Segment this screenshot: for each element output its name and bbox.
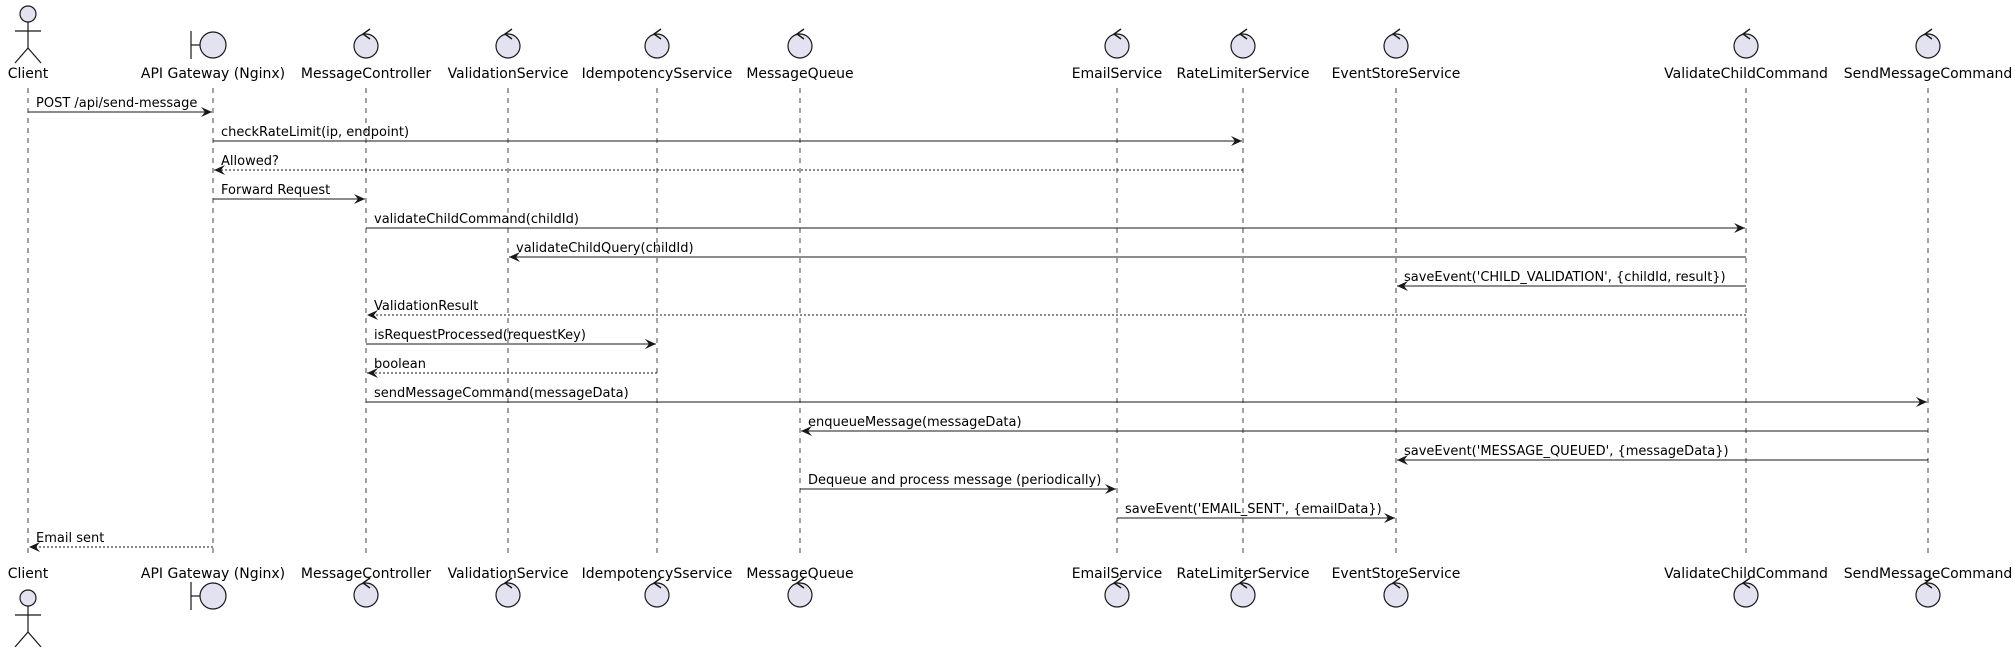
participant-label: API Gateway (Nginx) [141, 566, 285, 582]
message-label: Dequeue and process message (periodicall… [808, 473, 1101, 488]
participant-label: ValidationService [448, 66, 569, 82]
message-label: ValidationResult [374, 299, 478, 314]
message-4: Forward Request [213, 183, 365, 204]
participant-client-top: Client [8, 5, 49, 82]
participant-eventstore-bottom: EventStoreService [1332, 566, 1461, 608]
participant-label: MessageQueue [746, 66, 853, 82]
participant-label: RateLimiterService [1177, 566, 1310, 582]
message-label: isRequestProcessed(requestKey) [374, 328, 586, 343]
message-label: saveEvent('EMAIL_SENT', {emailData}) [1125, 502, 1382, 517]
control-icon [644, 28, 670, 59]
participant-eventstore-top: EventStoreService [1332, 28, 1461, 82]
message-label: Forward Request [221, 183, 330, 198]
boundary-icon [190, 582, 227, 610]
message-9: isRequestProcessed(requestKey) [366, 328, 656, 349]
message-10: boolean [367, 357, 657, 378]
message-14: Dequeue and process message (periodicall… [800, 473, 1116, 494]
participant-valsvc-bottom: ValidationService [448, 566, 569, 608]
participant-label: SendMessageCommand [1844, 566, 2013, 582]
control-icon [1104, 28, 1130, 59]
participant-idemsvc-bottom: IdempotencySservice [582, 566, 733, 608]
participant-email-top: EmailService [1072, 28, 1163, 82]
participant-label: IdempotencySservice [582, 66, 733, 82]
boundary-icon [190, 31, 227, 59]
message-label: validateChildQuery(childId) [516, 241, 694, 256]
message-5: validateChildCommand(childId) [366, 212, 1745, 233]
control-icon [644, 577, 670, 608]
control-icon [1915, 28, 1941, 59]
actor-icon [14, 589, 42, 647]
message-label: enqueueMessage(messageData) [808, 415, 1022, 430]
control-icon [1383, 577, 1409, 608]
participant-label: EventStoreService [1332, 66, 1461, 82]
participant-sendcmd-top: SendMessageCommand [1844, 28, 2013, 82]
participant-label: EmailService [1072, 66, 1163, 82]
message-label: saveEvent('CHILD_VALIDATION', {childId, … [1404, 270, 1726, 285]
message-label: Allowed? [221, 154, 279, 169]
control-icon [1230, 577, 1256, 608]
control-icon [1230, 28, 1256, 59]
participant-label: Client [8, 66, 49, 82]
message-13: saveEvent('MESSAGE_QUEUED', {messageData… [1397, 444, 1928, 465]
message-15: saveEvent('EMAIL_SENT', {emailData}) [1117, 502, 1395, 523]
control-icon [1383, 28, 1409, 59]
participant-queue-top: MessageQueue [746, 28, 854, 82]
message-12: enqueueMessage(messageData) [801, 415, 1928, 436]
participant-email-bottom: EmailService [1072, 566, 1163, 608]
control-icon [787, 28, 813, 59]
message-6: validateChildQuery(childId) [509, 241, 1746, 262]
message-label: POST /api/send-message [36, 96, 197, 111]
message-label: checkRateLimit(ip, endpoint) [221, 125, 409, 140]
participant-label: MessageController [301, 66, 431, 82]
message-7: saveEvent('CHILD_VALIDATION', {childId, … [1397, 270, 1746, 291]
participant-validatecmd-top: ValidateChildCommand [1664, 28, 1828, 82]
message-2: checkRateLimit(ip, endpoint) [213, 125, 1242, 146]
actor-icon [14, 5, 42, 64]
message-11: sendMessageCommand(messageData) [366, 386, 1927, 407]
message-8: ValidationResult [367, 299, 1746, 320]
participant-client-bottom: Client [8, 566, 49, 647]
control-icon [787, 577, 813, 608]
participant-valsvc-top: ValidationService [448, 28, 569, 82]
participant-idemsvc-top: IdempotencySservice [582, 28, 733, 82]
control-icon [353, 577, 379, 608]
participant-queue-bottom: MessageQueue [746, 566, 854, 608]
participant-label: EventStoreService [1332, 566, 1461, 582]
message-16: Email sent [29, 531, 213, 552]
message-label: saveEvent('MESSAGE_QUEUED', {messageData… [1404, 444, 1729, 459]
participant-msgctrl-bottom: MessageController [301, 566, 431, 608]
message-1: POST /api/send-message [28, 96, 212, 117]
message-label: Email sent [36, 531, 104, 546]
participant-label: ValidateChildCommand [1664, 66, 1828, 82]
control-icon [1104, 577, 1130, 608]
control-icon [1733, 577, 1759, 608]
participant-label: MessageQueue [746, 566, 853, 582]
participant-gateway-bottom: API Gateway (Nginx) [141, 566, 285, 610]
participant-label: Client [8, 566, 49, 582]
message-label: sendMessageCommand(messageData) [374, 386, 629, 401]
message-3: Allowed? [214, 154, 1243, 175]
participant-msgctrl-top: MessageController [301, 28, 431, 82]
control-icon [495, 577, 521, 608]
participant-label: MessageController [301, 566, 431, 582]
participant-gateway-top: API Gateway (Nginx) [141, 31, 285, 82]
control-icon [1915, 577, 1941, 608]
participant-rate-bottom: RateLimiterService [1177, 566, 1310, 608]
participant-sendcmd-bottom: SendMessageCommand [1844, 566, 2013, 608]
control-icon [495, 28, 521, 59]
participant-rate-top: RateLimiterService [1177, 28, 1310, 82]
participant-label: API Gateway (Nginx) [141, 66, 285, 82]
participant-label: IdempotencySservice [582, 566, 733, 582]
participant-label: ValidateChildCommand [1664, 566, 1828, 582]
control-icon [353, 28, 379, 59]
control-icon [1733, 28, 1759, 59]
message-label: validateChildCommand(childId) [374, 212, 579, 227]
participant-label: EmailService [1072, 566, 1163, 582]
message-label: boolean [374, 357, 426, 372]
participant-validatecmd-bottom: ValidateChildCommand [1664, 566, 1828, 608]
participant-label: ValidationService [448, 566, 569, 582]
participant-label: RateLimiterService [1177, 66, 1310, 82]
participant-label: SendMessageCommand [1844, 66, 2013, 82]
